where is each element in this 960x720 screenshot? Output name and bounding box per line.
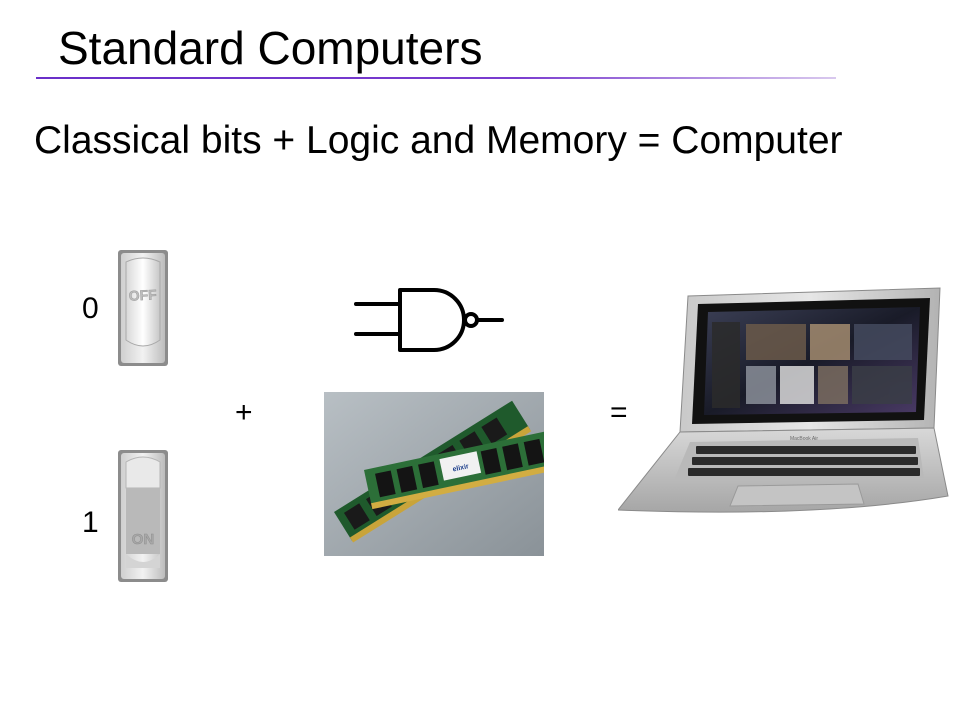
on-switch-image: ON [118, 450, 168, 582]
bit-zero-label: 0 [82, 292, 99, 325]
on-switch-text: ON [132, 531, 155, 548]
laptop-computer-image: MacBook Air [618, 287, 949, 513]
off-switch-image: OFF [118, 250, 168, 366]
memory-modules-image: elixir [324, 392, 544, 556]
laptop-brand-label: MacBook Air [790, 436, 818, 442]
title-underline [36, 77, 836, 79]
slide-title: Standard Computers [58, 22, 483, 74]
bit-one-label: 1 [82, 506, 99, 539]
off-switch-text: OFF [128, 286, 157, 303]
slide-subtitle: Classical bits + Logic and Memory = Comp… [34, 119, 843, 162]
plus-sign: + [235, 396, 253, 429]
equals-sign: = [610, 396, 628, 429]
ram-brand-label: elixir [452, 463, 470, 473]
nand-gate-icon [354, 288, 504, 352]
